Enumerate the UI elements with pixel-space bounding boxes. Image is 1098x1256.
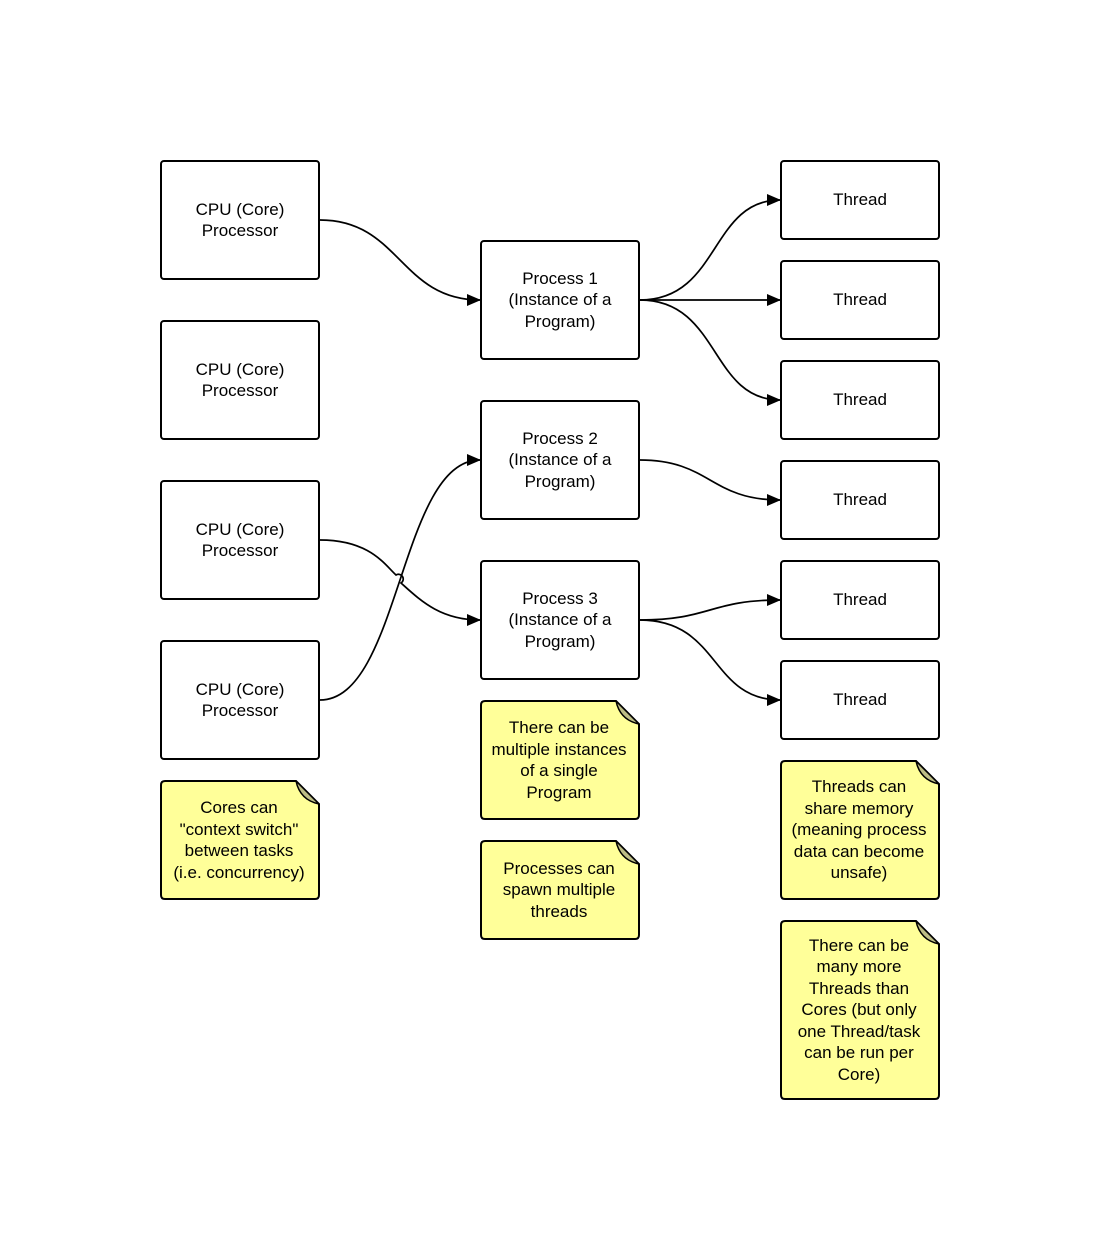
cpu-box-1: CPU (Core) Processor bbox=[160, 160, 320, 280]
note-fold bbox=[915, 760, 940, 785]
thread-box-6: Thread bbox=[780, 660, 940, 740]
process-box-3: Process 3 (Instance of a Program) bbox=[480, 560, 640, 680]
cpu-label: CPU (Core) Processor bbox=[195, 359, 285, 401]
note-text: There can be many more Threads than Core… bbox=[797, 935, 921, 1084]
note-background bbox=[780, 920, 940, 1100]
cpu-box-2: CPU (Core) Processor bbox=[160, 320, 320, 440]
connector-process1-thread1 bbox=[639, 194, 781, 301]
note-background bbox=[480, 700, 640, 820]
note-cores-context-switch: Cores can "context switch" between tasks… bbox=[160, 780, 320, 900]
thread-box-1: Thread bbox=[780, 160, 940, 240]
note-body bbox=[480, 700, 640, 820]
process-box-2: Process 2 (Instance of a Program) bbox=[480, 400, 640, 520]
cpu-label: CPU (Core) Processor bbox=[195, 199, 285, 241]
note-more-threads-than-cores: There can be many more Threads than Core… bbox=[780, 920, 940, 1100]
cpu-label: CPU (Core) Processor bbox=[195, 679, 285, 721]
note-background bbox=[480, 840, 640, 940]
note-body bbox=[780, 760, 940, 900]
cpu-label: CPU (Core) Processor bbox=[195, 519, 285, 561]
thread-label: Thread bbox=[833, 590, 887, 610]
note-body bbox=[780, 920, 940, 1100]
connector-cpu1-process1 bbox=[319, 219, 481, 306]
thread-box-3: Thread bbox=[780, 360, 940, 440]
note-fold bbox=[915, 920, 940, 945]
note-fold bbox=[615, 700, 640, 725]
process-label: Process 1 (Instance of a Program) bbox=[508, 268, 612, 331]
connector-process3-thread5 bbox=[639, 594, 781, 621]
connector-cpu3-process3 bbox=[319, 539, 481, 626]
note-body bbox=[160, 780, 320, 900]
thread-label: Thread bbox=[833, 690, 887, 710]
thread-box-5: Thread bbox=[780, 560, 940, 640]
note-fold bbox=[615, 840, 640, 865]
note-processes-spawn: Processes can spawn multiple threads bbox=[480, 840, 640, 940]
note-text: There can be multiple instances of a sin… bbox=[491, 718, 627, 802]
note-text: Threads can share memory (meaning proces… bbox=[791, 777, 927, 883]
connector-process3-thread6 bbox=[639, 619, 781, 706]
thread-box-4: Thread bbox=[780, 460, 940, 540]
note-background bbox=[160, 780, 320, 900]
process-label: Process 3 (Instance of a Program) bbox=[508, 588, 612, 651]
note-body bbox=[480, 840, 640, 940]
thread-label: Thread bbox=[833, 390, 887, 410]
thread-label: Thread bbox=[833, 290, 887, 310]
thread-label: Thread bbox=[833, 490, 887, 510]
thread-label: Thread bbox=[833, 190, 887, 210]
process-label: Process 2 (Instance of a Program) bbox=[508, 428, 612, 491]
cpu-box-3: CPU (Core) Processor bbox=[160, 480, 320, 600]
connector-cpu4-process2 bbox=[319, 454, 481, 701]
note-threads-share-memory: Threads can share memory (meaning proces… bbox=[780, 760, 940, 900]
note-background bbox=[780, 760, 940, 900]
cpu-box-4: CPU (Core) Processor bbox=[160, 640, 320, 760]
process-box-1: Process 1 (Instance of a Program) bbox=[480, 240, 640, 360]
note-text: Cores can "context switch" between tasks… bbox=[173, 798, 305, 882]
thread-box-2: Thread bbox=[780, 260, 940, 340]
connector-process1-thread3 bbox=[639, 299, 781, 406]
note-multiple-instances: There can be multiple instances of a sin… bbox=[480, 700, 640, 820]
connector-process2-thread4 bbox=[639, 459, 781, 506]
note-text: Processes can spawn multiple threads bbox=[502, 858, 616, 921]
note-fold bbox=[295, 780, 320, 805]
